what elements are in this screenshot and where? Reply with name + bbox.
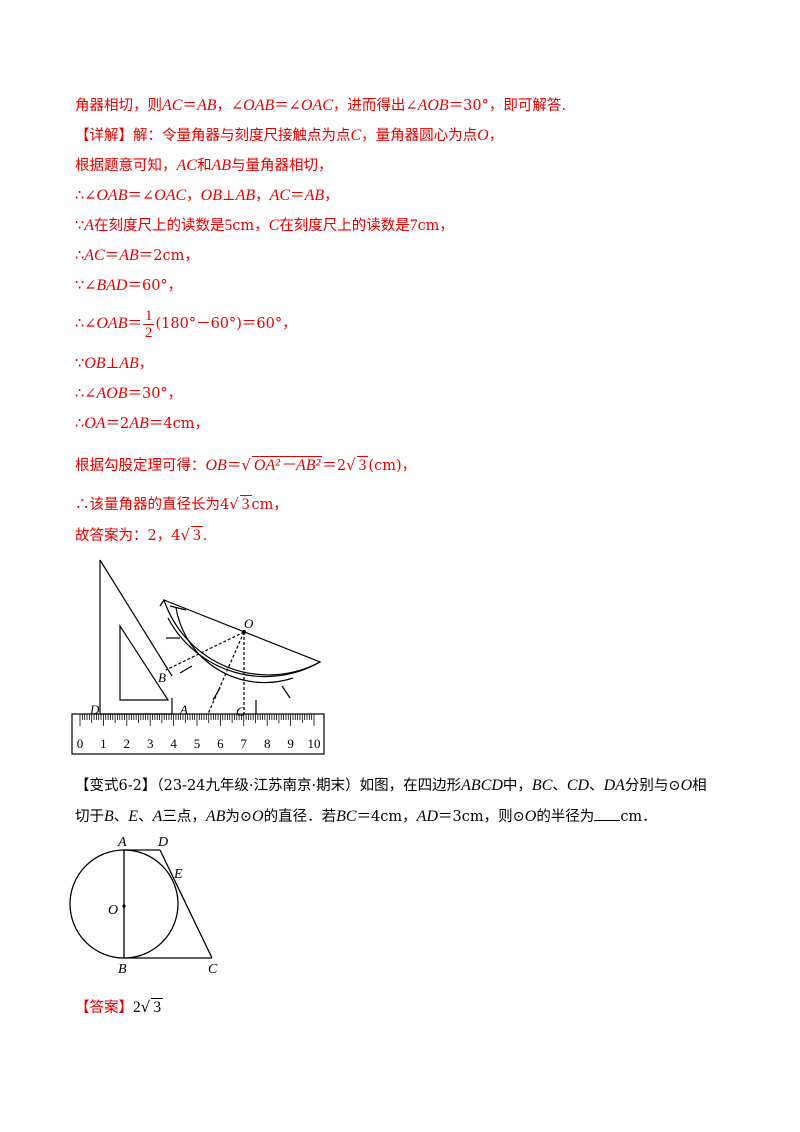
label-O: O <box>108 903 118 918</box>
ruler-label-7: 7 <box>241 736 248 751</box>
label-A: A <box>117 835 127 850</box>
ruler-body <box>71 713 325 755</box>
label-C: C <box>208 962 218 977</box>
set-square-hypotenuse <box>99 559 173 677</box>
solution-line-1: 角器相切，则AC＝AB，∠OAB＝∠OAC，进而得出∠AOB＝30°，即可解答. <box>75 97 566 114</box>
sqrt-three: √3 <box>346 456 369 474</box>
solution-line-14: 故答案为：2，4√3. <box>75 526 208 544</box>
label-D: D <box>157 835 168 850</box>
solution-line-6: ∴AC＝AB＝2cm， <box>75 247 199 264</box>
solution-line-12: 根据勾股定理可得：OB＝√OA²－AB²＝2√3(cm)， <box>75 456 417 474</box>
solution-line-11: ∴OA＝2AB＝4cm， <box>75 415 209 432</box>
point-O <box>242 630 246 634</box>
segment-DC <box>159 849 213 959</box>
ruler-label-9: 9 <box>287 736 294 751</box>
center-point <box>122 904 126 908</box>
figure-protractor-ruler: O B A C D 0 1 2 3 4 5 6 7 8 9 10 <box>71 559 325 755</box>
problem-line-2: 切于B、E、A三点，AB为⊙O的直径．若BC＝4cm，AD＝3cm，则⊙O的半径… <box>75 806 657 825</box>
solution-line-3: 根据题意可知，AC和AB与量角器相切， <box>75 157 333 174</box>
figure-circle-tangent: A D E O B C <box>69 835 218 977</box>
sqrt-three: √3 <box>180 526 203 544</box>
sqrt-three: √3 <box>140 998 164 1016</box>
ruler-label-1: 1 <box>100 736 107 751</box>
ruler-label-6: 6 <box>217 736 224 751</box>
set-square-inner <box>119 623 170 701</box>
label-C: C <box>236 704 245 719</box>
solution-line-4: ∴∠OAB＝∠OAC，OB⊥AB，AC＝AB， <box>75 187 339 204</box>
answer-line: 【答案】2√3 <box>75 998 164 1016</box>
label-D: D <box>89 702 100 717</box>
solution-line-10: ∴∠AOB＝30°， <box>75 385 183 402</box>
ruler-label-5: 5 <box>194 736 201 751</box>
label-A: A <box>179 702 188 717</box>
solution-line-5: ∵A在刻度尺上的读数是5cm，C在刻度尺上的读数是7cm， <box>75 217 454 234</box>
label-B: B <box>118 962 127 977</box>
ruler-label-8: 8 <box>264 736 271 751</box>
solution-line-9: ∵OB⊥AB， <box>75 355 154 372</box>
ruler-label-4: 4 <box>170 736 177 751</box>
dashed-OB <box>165 631 245 671</box>
answer-blank <box>594 806 621 821</box>
protractor-inner-arc <box>175 607 294 684</box>
solution-line-2: 【详解】解：令量角器与刻度尺接触点为点C，量角器圆心为点O， <box>75 127 504 144</box>
label-O: O <box>244 616 254 631</box>
ruler-label-0: 0 <box>77 736 84 751</box>
ruler-label-3: 3 <box>147 736 154 751</box>
set-square-outer <box>99 560 173 715</box>
protractor-outline <box>163 598 322 676</box>
ruler-ticks <box>79 714 315 726</box>
ruler-label-10: 10 <box>308 736 321 751</box>
label-E: E <box>173 867 183 882</box>
problem-line-1: 【变式6-2】（23-24九年级·江苏南京·期末）如图，在四边形ABCD中，BC… <box>75 777 707 794</box>
label-B: B <box>158 670 166 685</box>
sqrt-three: √3 <box>229 495 252 513</box>
sqrt-expression: √OA²－AB² <box>241 456 323 474</box>
ruler-label-2: 2 <box>124 736 130 751</box>
solution-line-7: ∵∠BAD＝60°， <box>75 277 183 294</box>
